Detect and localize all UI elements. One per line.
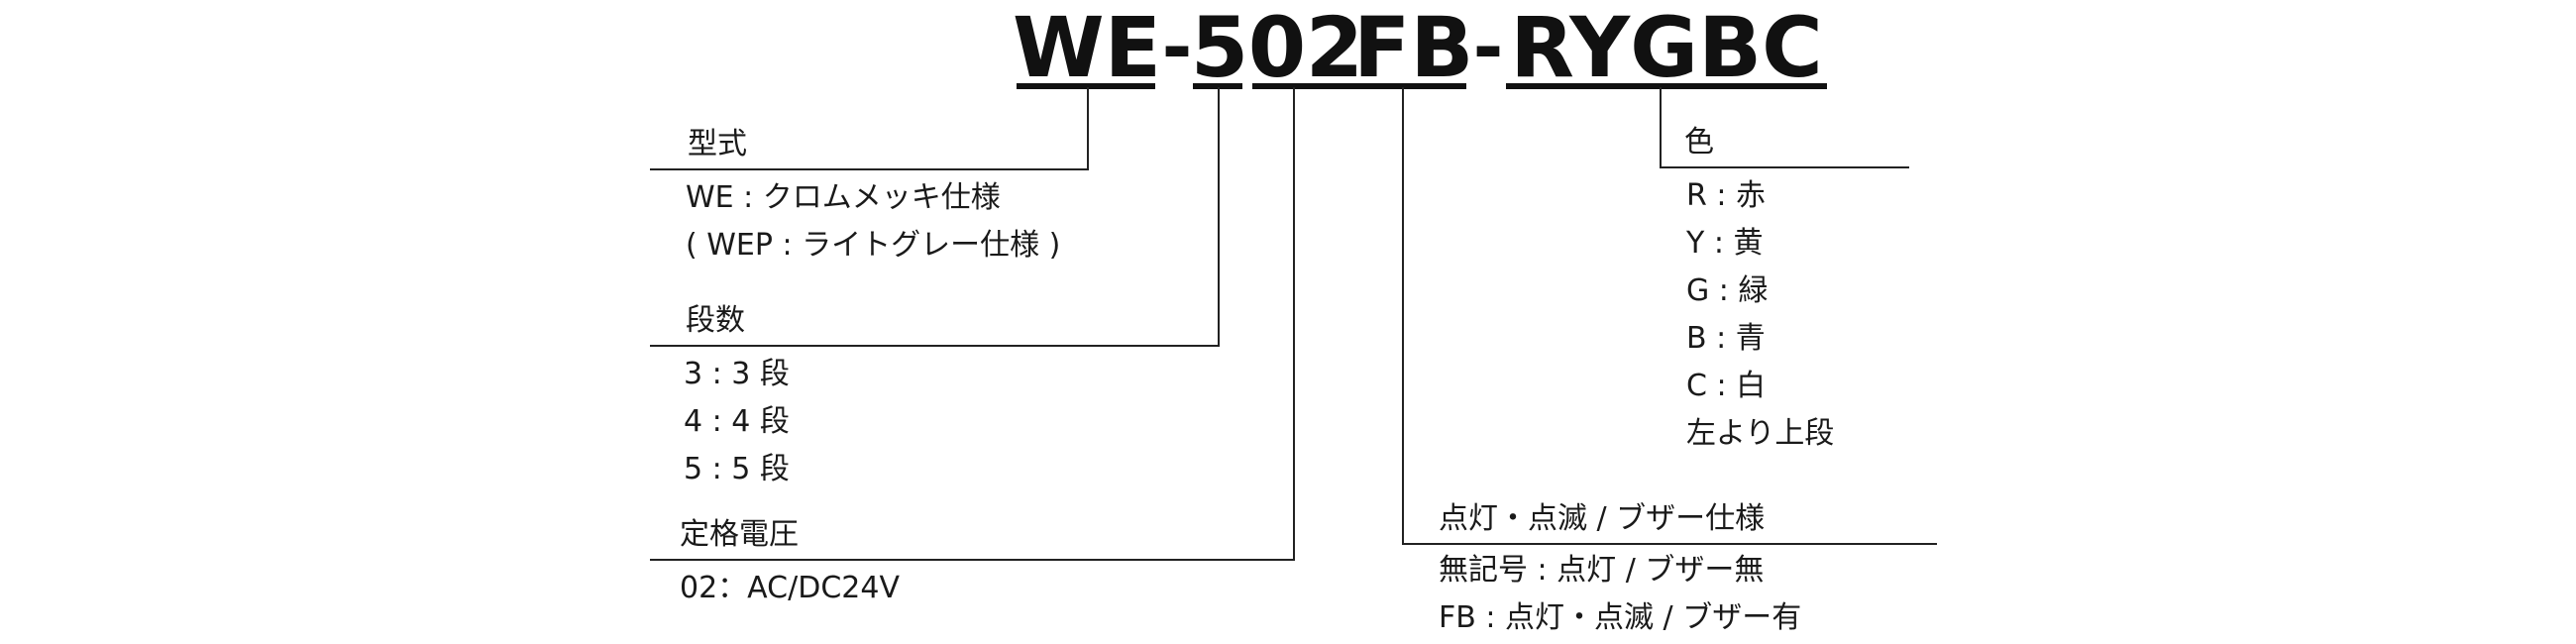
model-separator: - xyxy=(1161,5,1193,90)
model-segment-type: WE xyxy=(1013,0,1162,96)
connector-color-horizontal xyxy=(1660,166,1909,168)
model-segment-color: RYGBC xyxy=(1510,0,1823,96)
model-separator: - xyxy=(1472,5,1504,90)
connector-tiers-horizontal xyxy=(650,345,1220,347)
connector-color-vertical xyxy=(1660,87,1662,168)
color-title: 色 xyxy=(1684,125,1714,160)
color-option: C : 白 xyxy=(1686,369,1767,403)
model-segment-voltage-1: 0 xyxy=(1247,0,1307,96)
mode-option: FB : 点灯・点滅 / ブザー有 xyxy=(1439,600,1802,635)
type-option: ( WEP : ライトグレー仕様 ) xyxy=(686,228,1061,263)
underline-color xyxy=(1506,83,1827,89)
mode-option: 無記号 : 点灯 / ブザー無 xyxy=(1439,553,1765,588)
connector-mode-horizontal xyxy=(1402,543,1937,545)
color-order-note: 左より上段 xyxy=(1686,416,1835,451)
voltage-title: 定格電圧 xyxy=(680,517,799,552)
type-option: WE : クロムメッキ仕様 xyxy=(686,180,1001,215)
color-option: B : 青 xyxy=(1686,321,1766,356)
model-segment-tiers: 5 xyxy=(1190,0,1249,96)
tiers-title: 段数 xyxy=(686,303,745,338)
voltage-option: 02：AC/DC24V xyxy=(680,571,900,605)
color-option: G : 緑 xyxy=(1686,273,1769,308)
connector-tiers-vertical xyxy=(1218,87,1220,347)
underline-mode xyxy=(1357,83,1466,89)
connector-mode-vertical xyxy=(1402,87,1404,545)
underline-type xyxy=(1017,83,1155,89)
color-option: Y : 黄 xyxy=(1686,226,1764,261)
type-title: 型式 xyxy=(688,127,747,161)
connector-type-vertical xyxy=(1087,87,1089,170)
tiers-option: 4 : 4 段 xyxy=(684,404,790,439)
tiers-option: 3 : 3 段 xyxy=(684,357,790,391)
underline-voltage xyxy=(1252,83,1361,89)
model-segment-mode: FB xyxy=(1353,0,1474,96)
connector-voltage-horizontal xyxy=(650,559,1295,561)
model-segment-voltage-2: 2 xyxy=(1305,0,1364,96)
mode-title: 点灯・点滅 / ブザー仕様 xyxy=(1439,501,1766,536)
connector-voltage-vertical xyxy=(1293,87,1295,561)
tiers-option: 5 : 5 段 xyxy=(684,452,790,486)
connector-type-horizontal xyxy=(650,168,1089,170)
color-option: R : 赤 xyxy=(1686,178,1767,213)
underline-tiers xyxy=(1193,83,1242,89)
